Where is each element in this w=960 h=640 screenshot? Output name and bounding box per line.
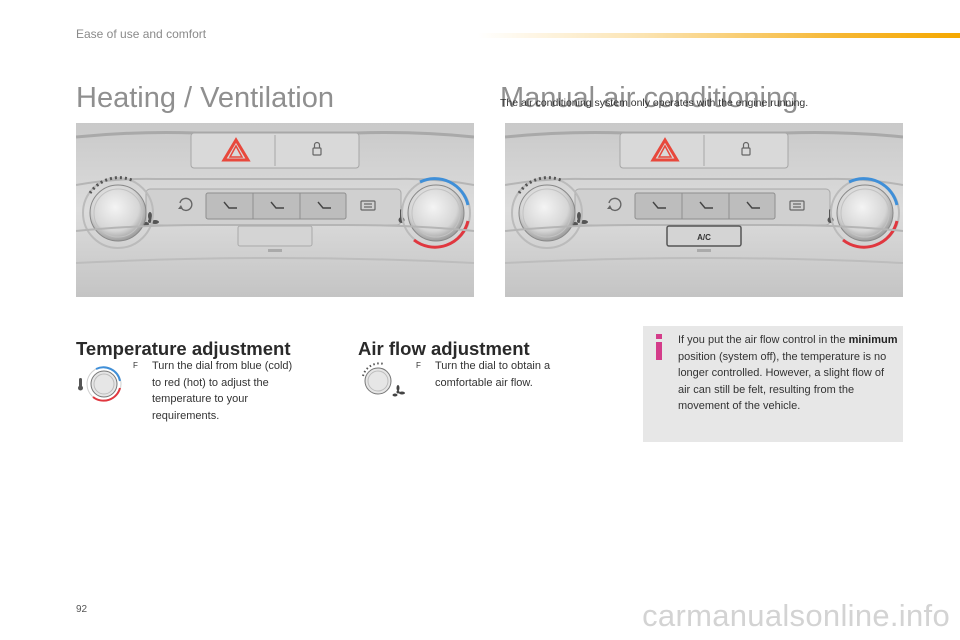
recirculation-icon bbox=[607, 197, 622, 212]
air-flow-dial-illustration bbox=[358, 362, 406, 402]
temperature-adjustment-heading: Temperature adjustment bbox=[76, 338, 291, 360]
ac-button-label: A/C bbox=[697, 233, 711, 242]
temperature-dial bbox=[830, 177, 900, 249]
info-text-part-2: position (system off), the temperature i… bbox=[678, 350, 887, 413]
air-flow-instruction-text: Turn the dial to obtain a comfortable ai… bbox=[435, 360, 551, 389]
temperature-instruction-text: Turn the dial from blue (cold) to red (h… bbox=[152, 360, 293, 422]
title-manual-air-conditioning: Manual air conditioning bbox=[500, 82, 799, 115]
air-distribution-icon bbox=[652, 201, 760, 209]
engine-running-note: The air conditioning system only operate… bbox=[500, 97, 809, 109]
watermark: carmanualsonline.info bbox=[642, 598, 950, 633]
temperature-icon bbox=[78, 378, 83, 391]
info-box: If you put the air flow control in the m… bbox=[643, 326, 903, 442]
heating-ventilation-panel-image bbox=[76, 123, 474, 297]
info-text: If you put the air flow control in the m… bbox=[678, 332, 898, 415]
bullet-marker: F bbox=[133, 361, 138, 370]
section-label: Ease of use and comfort bbox=[76, 27, 207, 41]
hazard-warning-icon bbox=[221, 137, 251, 162]
title-heating-ventilation: Heating / Ventilation bbox=[76, 82, 334, 115]
manual-air-conditioning-panel-image: A/C bbox=[505, 123, 903, 297]
air-flow-adjustment-heading: Air flow adjustment bbox=[358, 338, 530, 360]
temperature-dial-illustration bbox=[76, 360, 124, 408]
header-accent-bar bbox=[478, 33, 960, 38]
info-icon bbox=[656, 334, 662, 360]
air-flow-dial bbox=[511, 176, 583, 249]
air-distribution-icon bbox=[223, 201, 331, 209]
recirculation-icon bbox=[178, 197, 193, 212]
air-flow-dial bbox=[82, 176, 154, 249]
bullet-marker: F bbox=[416, 361, 421, 370]
central-lock-icon bbox=[741, 141, 751, 156]
hazard-warning-icon bbox=[650, 137, 680, 162]
fan-icon bbox=[392, 385, 405, 397]
info-text-emphasis: minimum bbox=[848, 334, 898, 346]
page-number: 92 bbox=[76, 604, 88, 615]
air-flow-instruction: F Turn the dial to obtain a comfortable … bbox=[416, 358, 576, 391]
rear-defrost-icon bbox=[789, 200, 805, 211]
info-text-part-1: If you put the air flow control in the bbox=[678, 334, 849, 346]
rear-defrost-icon bbox=[360, 200, 376, 211]
temperature-dial bbox=[401, 177, 471, 249]
temperature-instruction: F Turn the dial from blue (cold) to red … bbox=[133, 358, 303, 424]
central-lock-icon bbox=[312, 141, 322, 156]
